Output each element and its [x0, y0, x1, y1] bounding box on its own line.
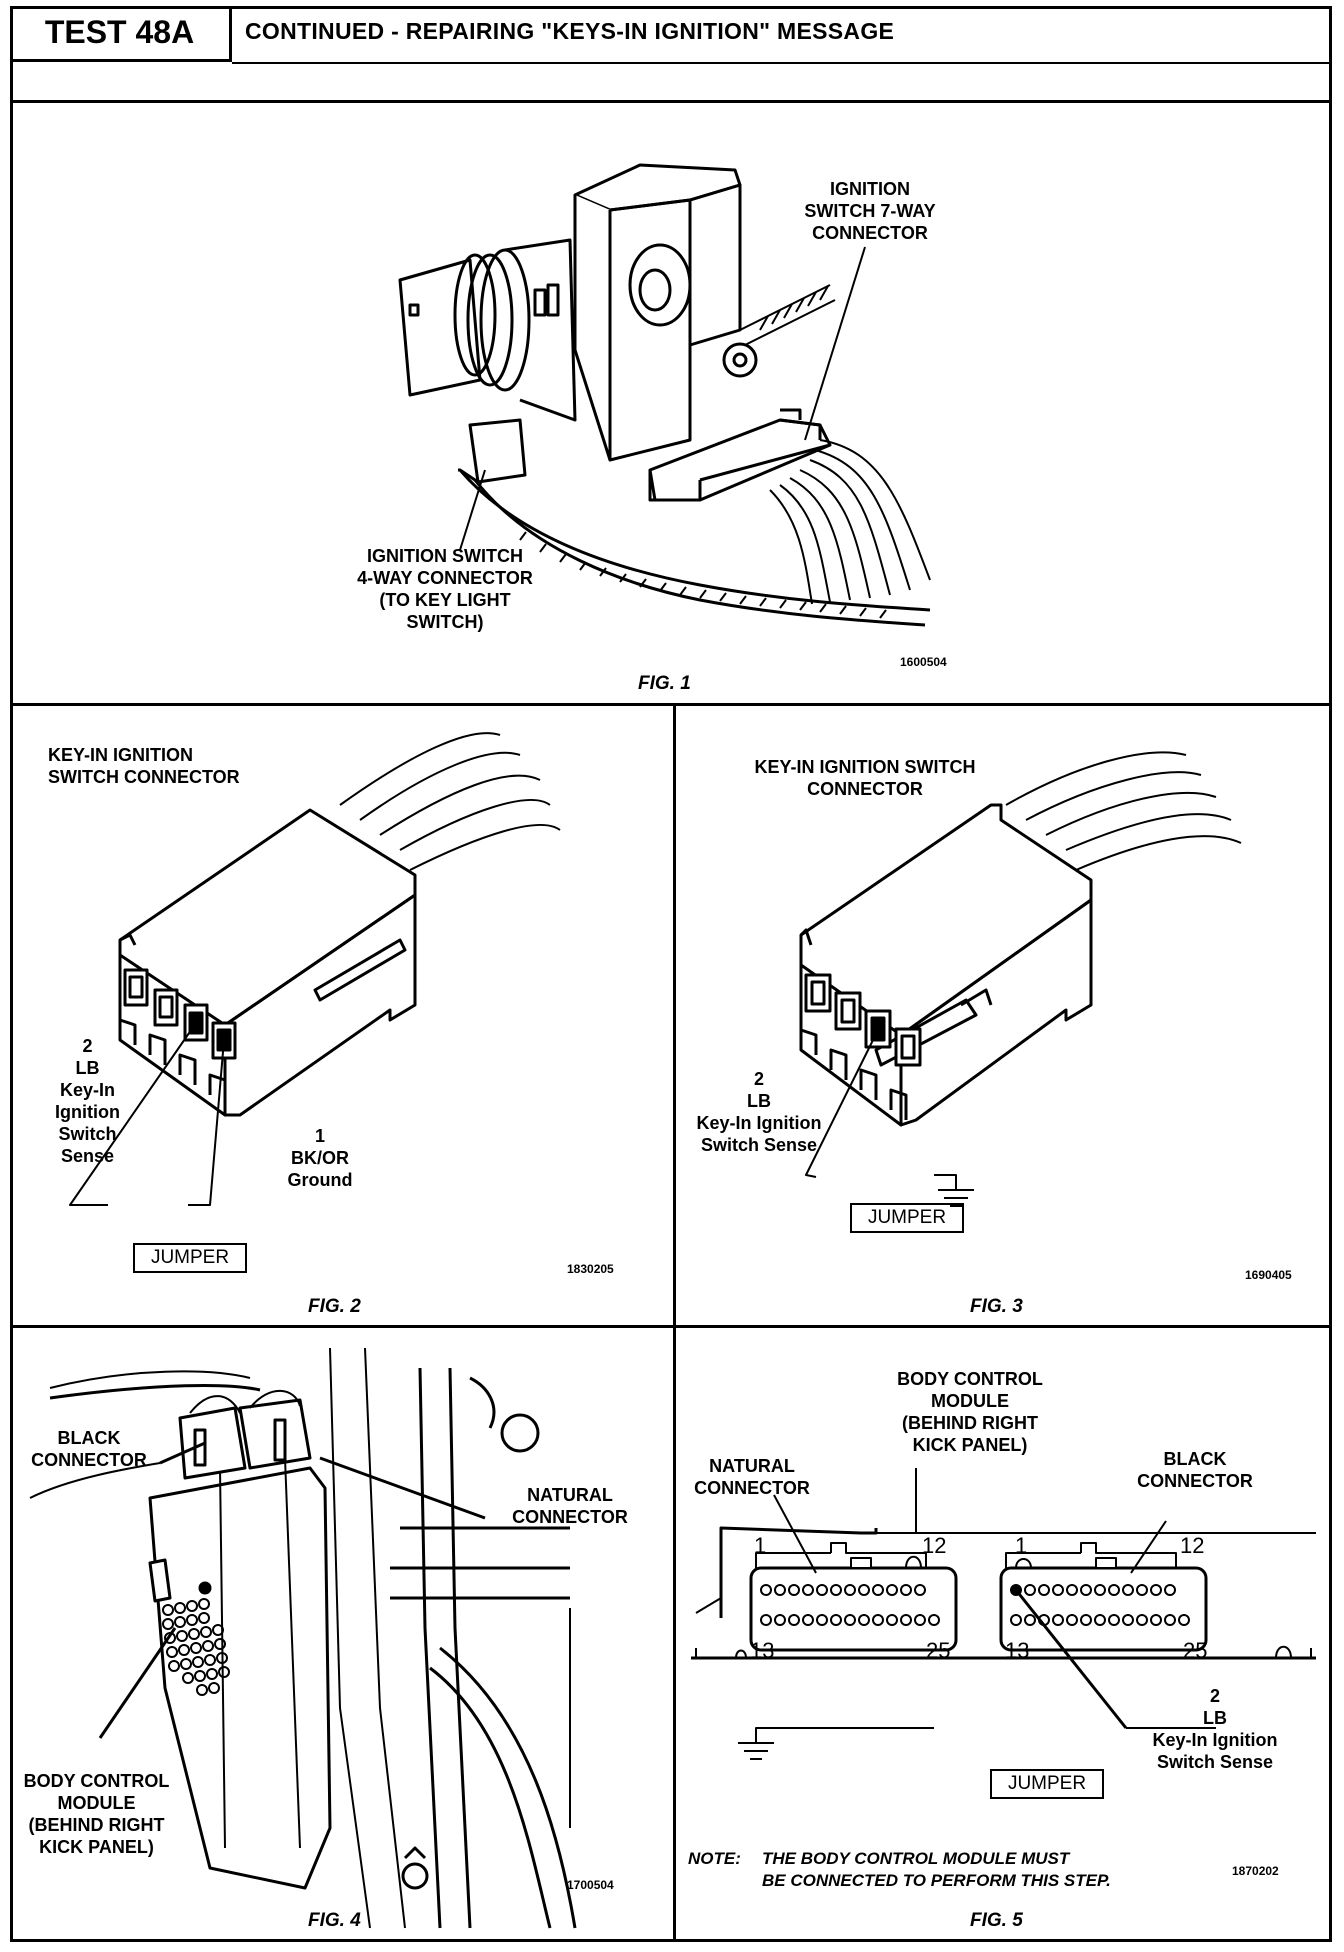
- fig4-bcm-label: BODY CONTROL MODULE (BEHIND RIGHT KICK P…: [23, 1771, 170, 1857]
- fig3-jumper: JUMPER: [850, 1203, 964, 1233]
- fig3-code: 1690405: [1245, 1268, 1292, 1282]
- fig5-pin2-label: 2 LB Key-In Ignition Switch Sense: [1152, 1686, 1278, 1772]
- fig5-pin1-right: 1: [1015, 1533, 1028, 1558]
- fig5-note-label: NOTE:: [688, 1849, 741, 1868]
- fig1-code: 1600504: [900, 655, 947, 669]
- fig4-drawing: [29, 1347, 577, 1929]
- fig5-pin25-left: 25: [926, 1638, 951, 1663]
- fig5-natural-connector: NATURAL CONNECTOR: [694, 1456, 810, 1498]
- fig2-pin1-label: 1 BK/OR Ground: [287, 1126, 353, 1190]
- fig5-caption: FIG. 5: [970, 1910, 1023, 1931]
- fig5-jumper: JUMPER: [990, 1769, 1104, 1799]
- page-title: CONTINUED - REPAIRING "KEYS-IN IGNITION"…: [245, 18, 895, 44]
- fig1-label-7way: IGNITION SWITCH 7-WAY CONNECTOR: [804, 179, 936, 243]
- fig5-pin12-right: 12: [1180, 1533, 1205, 1558]
- test-id: TEST 48A: [10, 6, 232, 62]
- fig5-note-text: THE BODY CONTROL MODULE MUST BE CONNECTE…: [762, 1849, 1111, 1890]
- fig3-caption: FIG. 3: [970, 1296, 1023, 1317]
- divider-vertical: [673, 703, 676, 1942]
- fig4-black-connector: BLACK CONNECTOR: [31, 1428, 147, 1470]
- fig1-label-4way: IGNITION SWITCH 4-WAY CONNECTOR (TO KEY …: [357, 546, 533, 632]
- fig3-title: KEY-IN IGNITION SWITCH CONNECTOR: [754, 757, 976, 799]
- fig5-bcm-label: BODY CONTROL MODULE (BEHIND RIGHT KICK P…: [897, 1369, 1043, 1455]
- fig5-pin13-left: 13: [750, 1638, 775, 1663]
- fig2-code: 1830205: [567, 1262, 614, 1276]
- fig3-drawing: [799, 751, 1242, 1207]
- fig3-pin2-label: 2 LB Key-In Ignition Switch Sense: [696, 1069, 822, 1155]
- fig4-code: 1700504: [567, 1878, 614, 1892]
- header-divider: [232, 62, 1332, 64]
- fig2-pin2-label: 2 LB Key-In Ignition Switch Sense: [55, 1036, 120, 1166]
- fig5-pin25-right: 25: [1183, 1638, 1208, 1663]
- fig2-caption: FIG. 2: [308, 1296, 361, 1317]
- fig2-jumper: JUMPER: [133, 1243, 247, 1273]
- fig5-pin1-left: 1: [754, 1533, 767, 1558]
- divider-mid2: [10, 1325, 1332, 1328]
- fig1-drawing: [398, 163, 931, 627]
- fig5-pin13-right: 13: [1005, 1638, 1030, 1663]
- fig2-drawing: [69, 732, 561, 1206]
- fig2-title: KEY-IN IGNITION SWITCH CONNECTOR: [48, 745, 240, 787]
- fig5-black-connector: BLACK CONNECTOR: [1137, 1449, 1253, 1491]
- fig1-caption: FIG. 1: [638, 673, 691, 694]
- divider-mid1: [10, 703, 1332, 706]
- divider-top: [10, 100, 1332, 103]
- fig5-pin12-left: 12: [922, 1533, 947, 1558]
- fig4-natural-connector: NATURAL CONNECTOR: [512, 1485, 628, 1527]
- fig4-caption: FIG. 4: [308, 1910, 361, 1931]
- fig5-code: 1870202: [1232, 1864, 1279, 1878]
- fig5-drawing: [691, 1468, 1316, 1760]
- page-frame: [10, 6, 1332, 1942]
